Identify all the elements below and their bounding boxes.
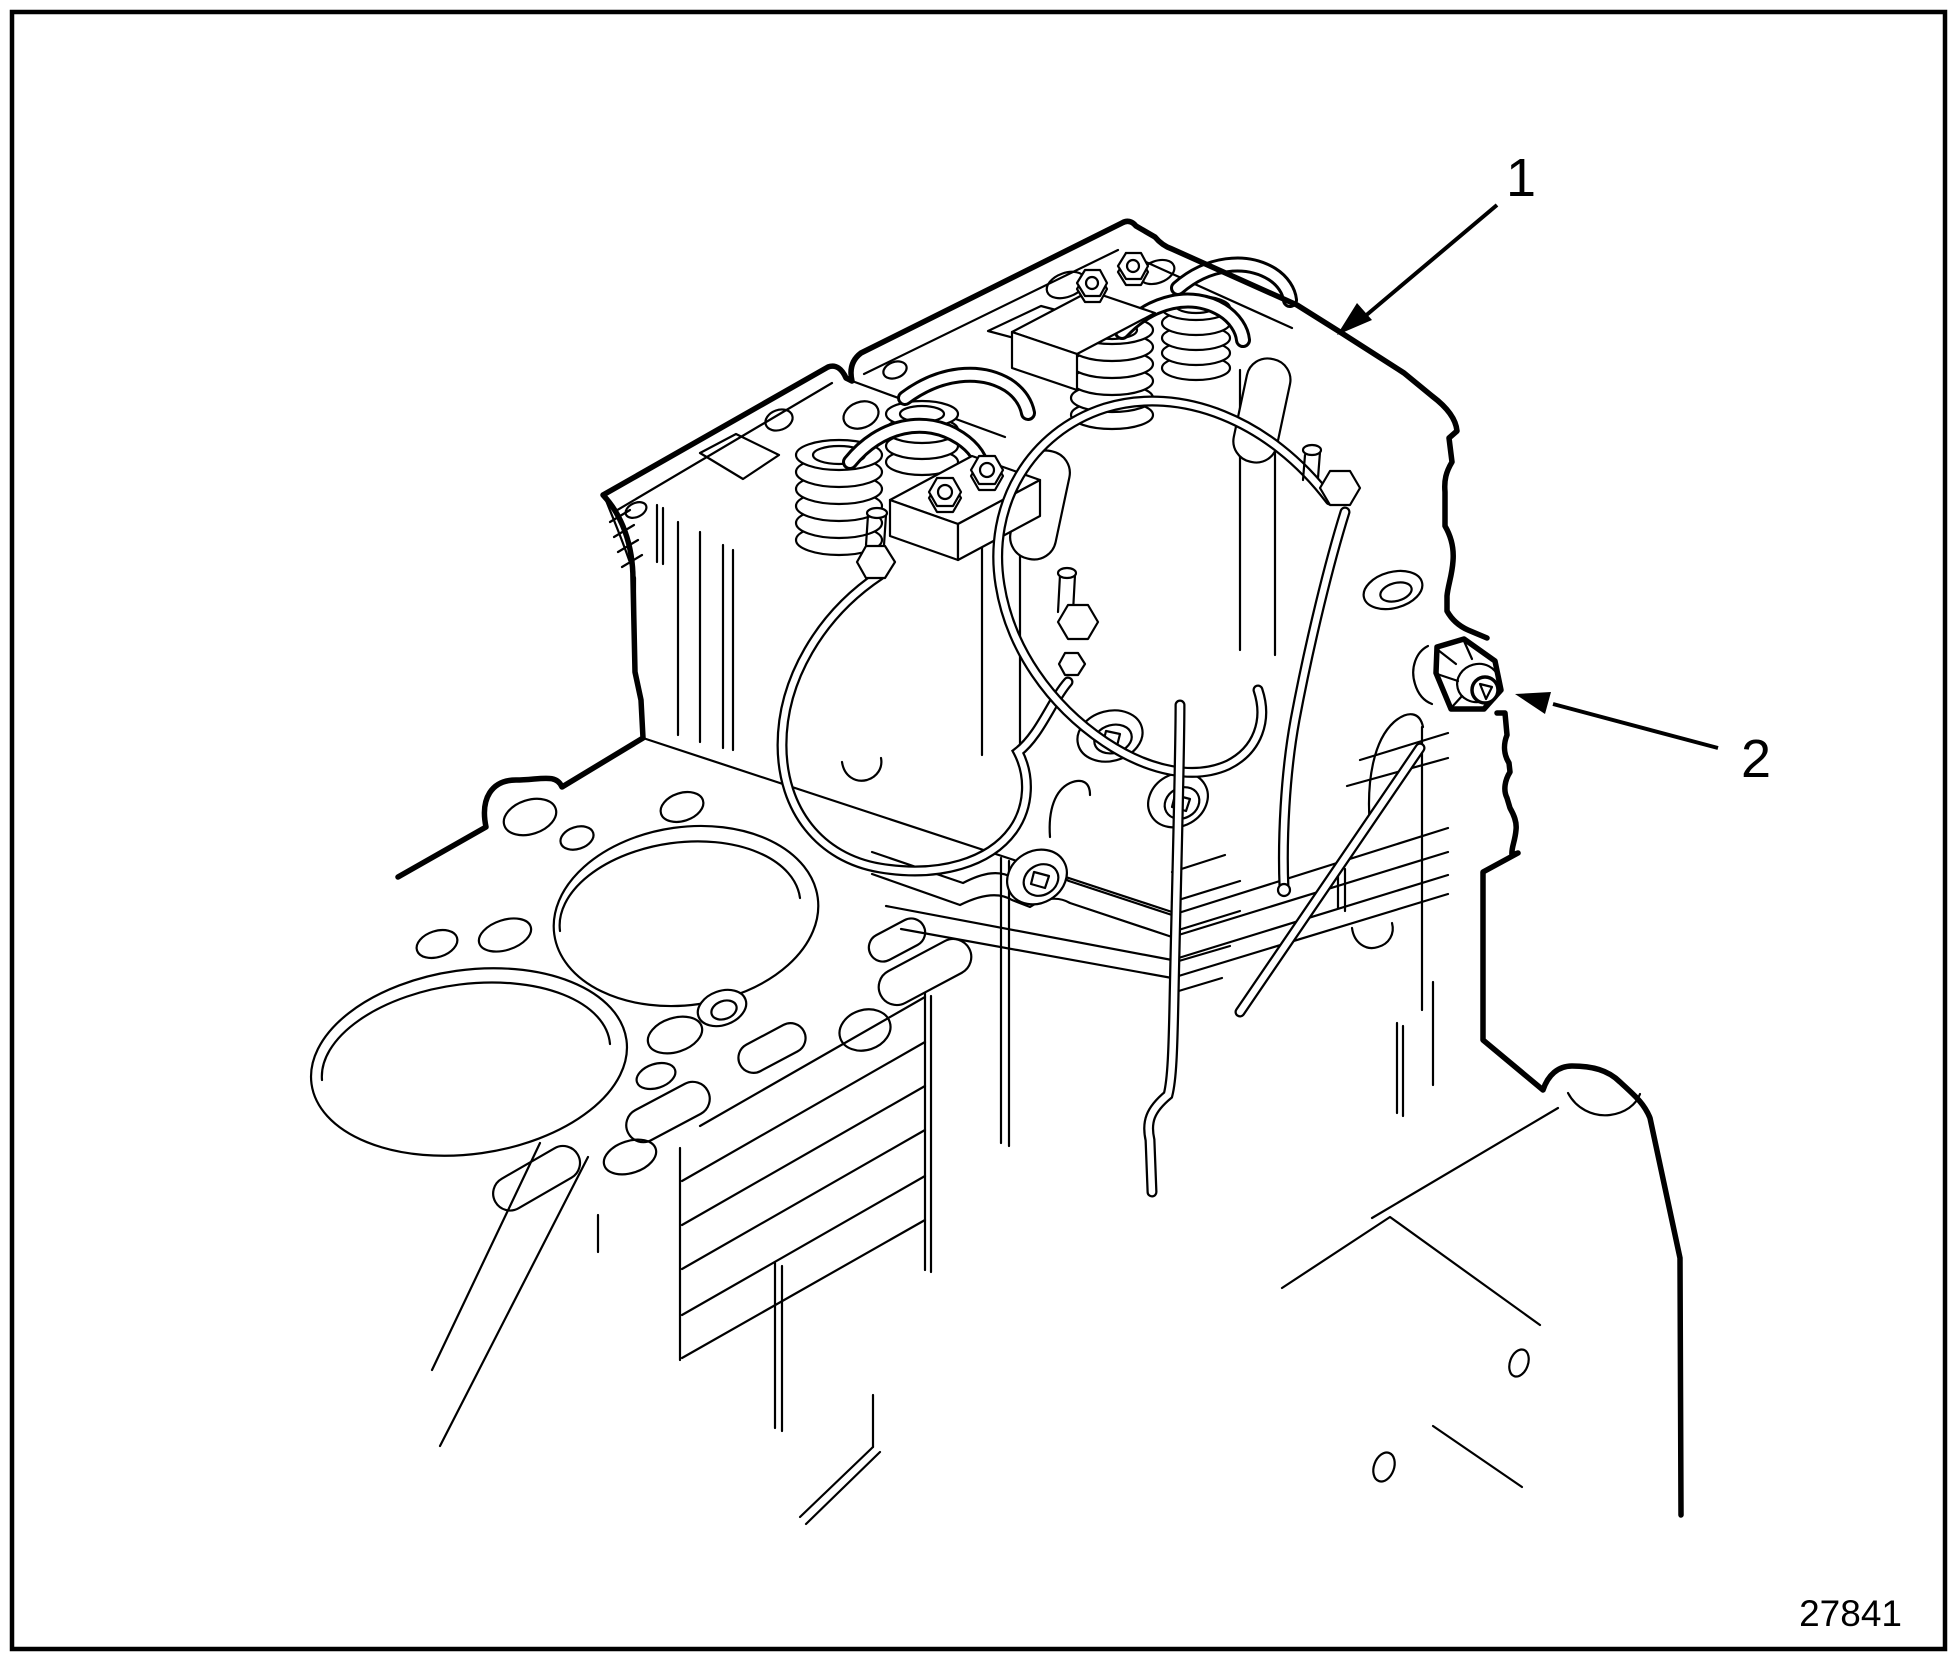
rocker-bracket-2 bbox=[1010, 289, 1157, 392]
fuel-fitting-middle bbox=[1056, 566, 1100, 677]
fuel-lines bbox=[776, 395, 1426, 1198]
callout-2-arrowhead-icon bbox=[1515, 692, 1551, 714]
block-faces bbox=[430, 569, 1642, 1526]
callout-1-arrowhead-icon bbox=[1337, 303, 1372, 335]
callout-2: 2 bbox=[1515, 692, 1771, 789]
plug-fitting bbox=[1412, 636, 1504, 712]
cylinder-head-outline bbox=[395, 218, 1684, 1518]
cylinder-bore-1 bbox=[552, 824, 820, 1008]
callout-2-arrow bbox=[1552, 702, 1719, 750]
fuel-fitting-right bbox=[1301, 443, 1362, 507]
page-border bbox=[9, 9, 1948, 1652]
bracket-nut-4 bbox=[1116, 251, 1150, 287]
socket-boss-1 bbox=[1006, 848, 1068, 906]
callout-1-arrow bbox=[1355, 203, 1499, 325]
valve-spring-1 bbox=[794, 438, 884, 557]
engine-line-art: 1 2 27841 bbox=[309, 148, 1902, 1634]
callout-2-label: 2 bbox=[1741, 729, 1771, 789]
figure-number: 27841 bbox=[1799, 1593, 1902, 1634]
bracket-nut-2 bbox=[969, 454, 1005, 492]
cylinder-bore-2 bbox=[309, 967, 629, 1157]
hold-down-finger-2 bbox=[1232, 357, 1292, 464]
head-gasket-deck bbox=[309, 790, 973, 1212]
callout-1-label: 1 bbox=[1506, 148, 1536, 208]
bracket-nut-1 bbox=[927, 476, 963, 514]
bracket-nut-3 bbox=[1075, 268, 1109, 304]
small-boss bbox=[696, 988, 748, 1028]
fuel-fitting-left bbox=[855, 506, 897, 580]
callout-1: 1 bbox=[1337, 148, 1536, 335]
